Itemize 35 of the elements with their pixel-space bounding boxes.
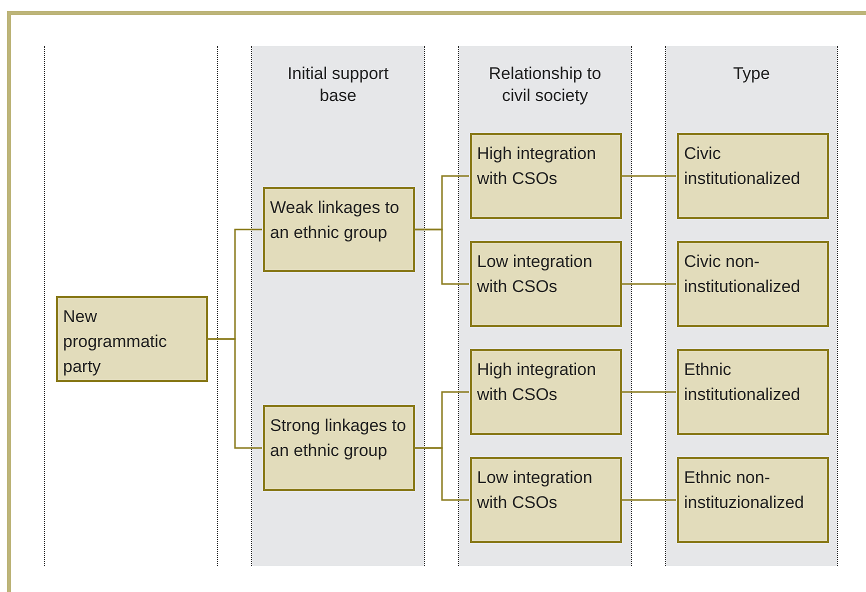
column-heading: Relationship to civil society: [488, 63, 602, 107]
box-label: High integration with CSOs: [477, 143, 598, 190]
column-band: [458, 46, 632, 566]
category-box: [677, 241, 829, 327]
box-label: Weak linkages to an ethnic group: [270, 197, 400, 244]
category-box: [677, 457, 829, 543]
box-label: Strong linkages to an ethnic group: [270, 415, 408, 462]
box-label: Ethnic institutionalized: [684, 359, 802, 406]
column-band: [665, 46, 838, 566]
connector-line: [414, 228, 469, 285]
box-label: Low integration with CSOs: [477, 467, 594, 514]
box-label: High integration with CSOs: [477, 359, 598, 406]
category-box: [263, 187, 415, 272]
connector-line: [207, 338, 262, 449]
connector-line: [414, 447, 469, 501]
category-box: [56, 296, 208, 382]
box-label: Ethnic non-instituzionalized: [684, 467, 806, 514]
column-band: [251, 46, 425, 566]
connector-line: [621, 499, 676, 501]
box-label: Civic non-institutionalized: [684, 251, 802, 298]
category-box: [677, 349, 829, 435]
connector-line: [621, 391, 676, 393]
box-label: Civic institutionalized: [684, 143, 802, 190]
column-heading: Initial support base: [286, 63, 390, 107]
category-box: [470, 241, 622, 327]
box-label: New programmatic party: [63, 306, 168, 378]
category-box: [263, 405, 415, 491]
connector-line: [621, 283, 676, 285]
column-heading: Type: [732, 63, 771, 85]
connector-line: [621, 175, 676, 177]
box-label: Low integration with CSOs: [477, 251, 594, 298]
category-box: [470, 133, 622, 219]
category-box: [677, 133, 829, 219]
category-box: [470, 457, 622, 543]
category-box: [470, 349, 622, 435]
